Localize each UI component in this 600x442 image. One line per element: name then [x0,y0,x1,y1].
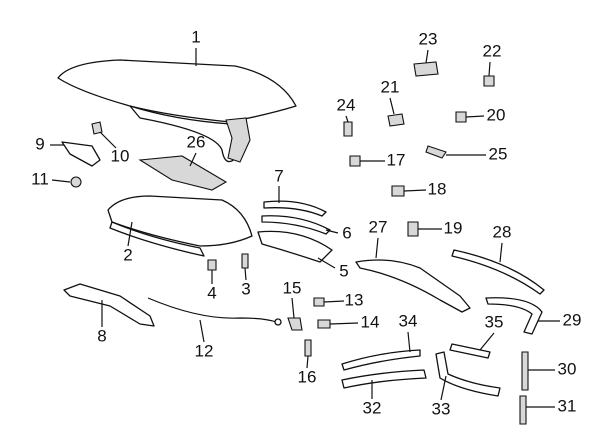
callout-32: 32 [363,398,382,417]
callout-25: 25 [489,144,508,163]
part-15-bracket[interactable] [287,317,303,331]
part-34-seal[interactable] [341,349,421,371]
leader-lines [50,48,560,408]
callout-10: 10 [111,146,130,165]
part-18-clip[interactable] [391,185,405,197]
callout-3: 3 [241,279,250,298]
callout-24: 24 [337,95,356,114]
part-35-seal[interactable] [449,343,491,359]
part-21-pad[interactable] [387,113,405,127]
callout-5: 5 [339,261,348,280]
callout-12: 12 [195,341,214,360]
callout-26: 26 [187,132,206,151]
callout-23: 23 [419,29,438,48]
part-33-seal[interactable] [435,351,501,397]
callout-17: 17 [387,150,406,169]
part-6-seal[interactable] [261,215,331,235]
part-22-clip[interactable] [483,75,495,87]
part-26-panel[interactable] [138,155,228,191]
part-29-rail[interactable] [485,297,543,335]
callout-9: 9 [35,134,44,153]
callout-18: 18 [428,179,447,198]
callout-19: 19 [444,218,463,237]
part-5-frame[interactable] [257,230,333,263]
part-27-rail[interactable] [355,259,471,313]
callout-6: 6 [342,223,351,242]
callout-13: 13 [345,290,364,309]
callout-8: 8 [97,326,106,345]
part-30-strip[interactable] [521,351,529,391]
callout-20: 20 [487,105,506,124]
callout-11: 11 [31,169,49,188]
part-11-nut[interactable] [70,176,82,188]
part-20-screw[interactable] [455,111,467,123]
part-28-rail[interactable] [451,249,545,295]
part-9-bracket[interactable] [61,141,101,167]
callout-7: 7 [274,166,283,185]
part-25-hinge[interactable] [425,145,447,159]
part-1-soft-top[interactable] [57,59,297,163]
callout-28: 28 [493,222,512,241]
part-32-seal[interactable] [341,369,427,389]
part-3-latch[interactable] [241,253,249,269]
part-17-clip[interactable] [349,155,361,167]
callout-35: 35 [485,312,504,331]
callout-14: 14 [361,312,380,331]
part-31-strip[interactable] [519,395,527,425]
callout-31: 31 [558,396,577,415]
callout-27: 27 [369,217,388,236]
callout-34: 34 [399,311,418,330]
callout-15: 15 [283,278,302,297]
callout-33: 33 [432,399,451,418]
part-8-mechanism[interactable] [63,283,155,327]
part-24-bolt[interactable] [343,121,353,137]
part-12-cable[interactable] [147,297,277,323]
callout-2: 2 [123,245,132,264]
callout-30: 30 [558,359,577,378]
part-23-cover[interactable] [413,61,439,77]
part-14-fastener[interactable] [317,319,331,329]
part-19-clip[interactable] [407,221,419,237]
part-13-fastener[interactable] [313,297,325,307]
callout-1: 1 [191,27,200,46]
callout-labels: 1 2 3 4 5 6 7 8 9 10 11 12 13 14 15 16 1… [31,27,581,418]
callout-29: 29 [563,310,582,329]
part-4-clip[interactable] [207,259,217,271]
part-16-pin[interactable] [304,339,312,357]
part-10-clip[interactable] [91,121,103,135]
callout-22: 22 [483,41,502,60]
callout-16: 16 [298,367,317,386]
callout-21: 21 [381,77,400,96]
callout-4: 4 [207,283,216,302]
part-7-seal[interactable] [263,200,327,217]
